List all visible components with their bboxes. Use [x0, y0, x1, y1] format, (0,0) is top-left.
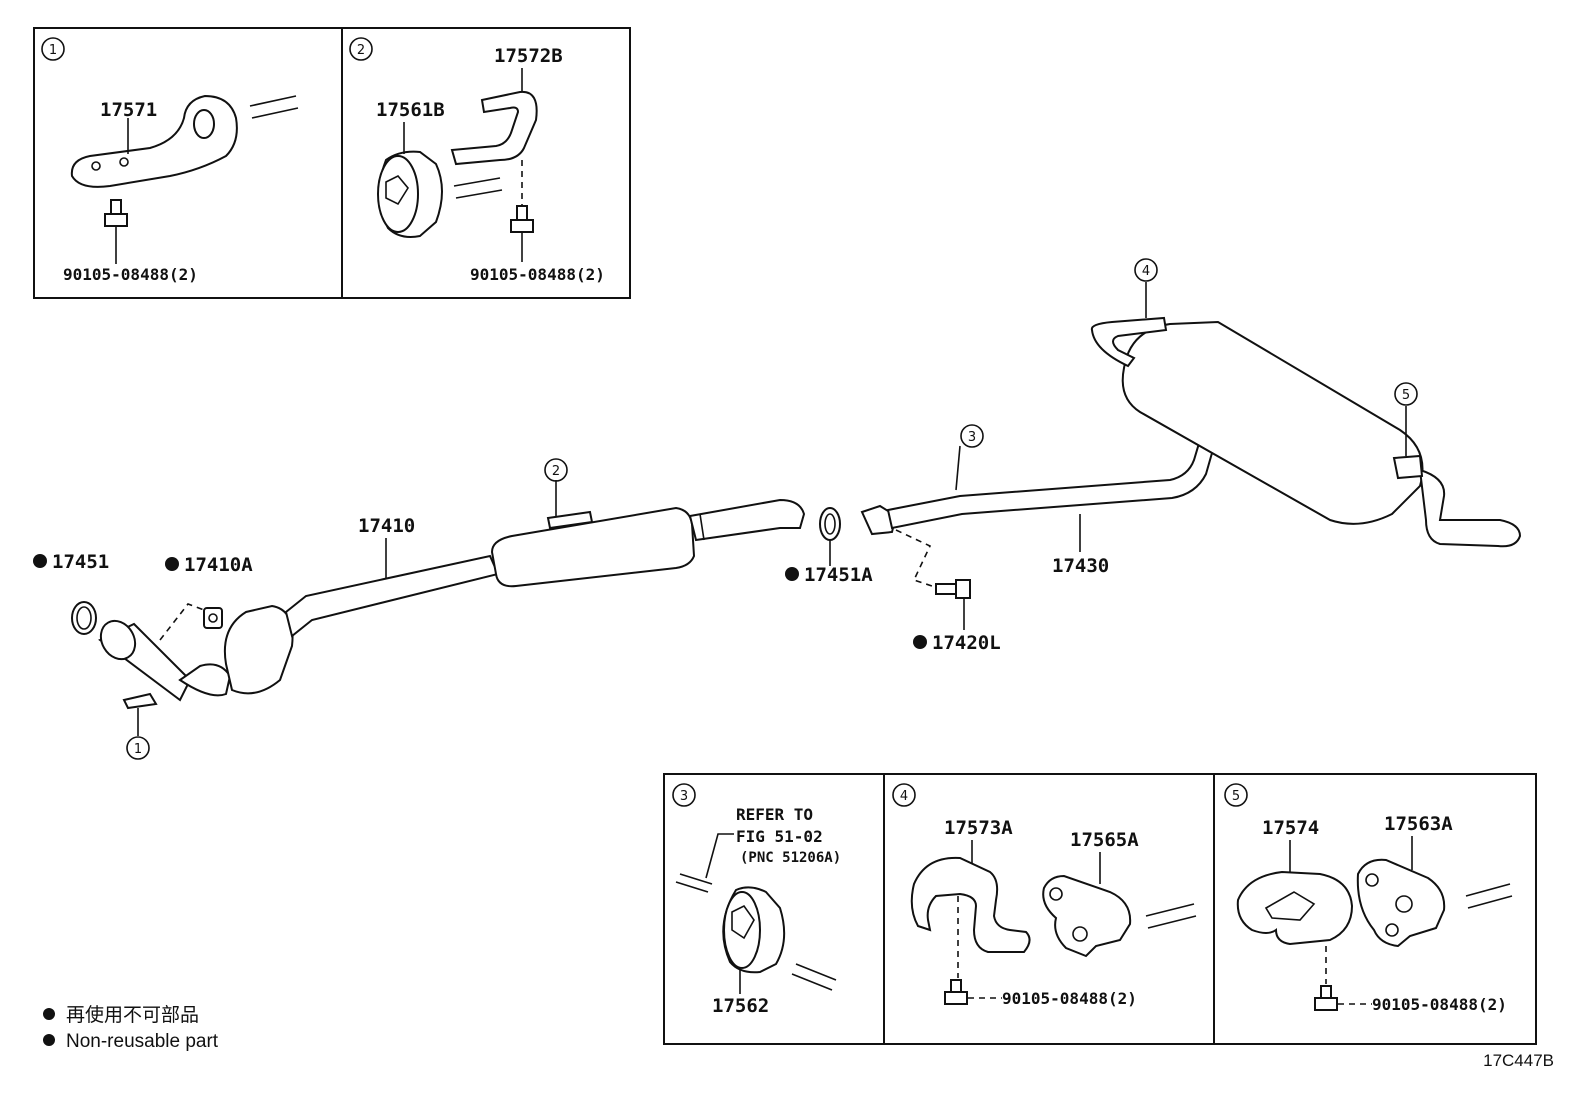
- gasket-17451[interactable]: [71, 601, 97, 635]
- hanger-rod-17572B[interactable]: [450, 90, 538, 166]
- rubber-support-17562[interactable]: [722, 886, 786, 974]
- front-hanger-bracket: [122, 692, 158, 710]
- detail-3-index: 3: [680, 789, 688, 804]
- label-17410A: 17410A: [184, 554, 253, 576]
- pipe-stub: [675, 873, 713, 893]
- bolt-icon: [1314, 985, 1338, 1011]
- detail-2: 2 17572B 17561B 90105-08488(2): [349, 37, 605, 284]
- label-17430: 17430: [1052, 555, 1109, 577]
- refer-line-3: (PNC 51206A): [740, 850, 841, 866]
- label-detail5-bolt: 90105-08488(2): [1372, 995, 1507, 1014]
- label-17561B: 17561B: [376, 99, 445, 121]
- label-17563A: 17563A: [1384, 813, 1453, 835]
- hanger-rod-17574[interactable]: [1236, 870, 1354, 946]
- refer-line-2: FIG 51-02: [736, 827, 823, 846]
- detail-box-1-2: [33, 27, 631, 299]
- detail-4-index: 4: [900, 789, 908, 804]
- label-17410: 17410: [358, 515, 415, 537]
- front-exhaust-pipe-17410[interactable]: [94, 498, 806, 702]
- callout-2: 2: [552, 464, 560, 479]
- callout-5: 5: [1402, 388, 1410, 403]
- label-detail2-bolt: 90105-08488(2): [470, 265, 605, 284]
- bolt-17420L[interactable]: [935, 579, 971, 599]
- non-reusable-marker: [785, 567, 799, 581]
- label-17572B: 17572B: [494, 45, 563, 67]
- label-17574: 17574: [1262, 817, 1319, 839]
- detail-1: 1 17571 90105-08488(2): [41, 37, 299, 284]
- rubber-support-17563A[interactable]: [1356, 858, 1446, 948]
- detail-5: 5 17574 17563A 90105-08488(2): [1224, 783, 1513, 1014]
- muffler-hanger-rear: [1392, 454, 1424, 480]
- non-reusable-marker: [33, 554, 47, 568]
- label-17571: 17571: [100, 99, 157, 121]
- label-17565A: 17565A: [1070, 829, 1139, 851]
- callout-1: 1: [134, 742, 142, 757]
- label-17562: 17562: [712, 995, 769, 1017]
- detail-5-index: 5: [1232, 789, 1240, 804]
- muffler-hanger-front: [1090, 316, 1168, 368]
- callout-4: 4: [1142, 264, 1150, 279]
- tail-pipe-17430[interactable]: [860, 438, 1216, 536]
- rear-muffler[interactable]: [1121, 320, 1522, 548]
- refer-line-1: REFER TO: [736, 805, 813, 824]
- label-detail4-bolt: 90105-08488(2): [1002, 989, 1137, 1008]
- bolt-icon: [104, 199, 128, 264]
- legend-english: Non-reusable part: [66, 1031, 219, 1052]
- non-reusable-marker: [165, 557, 179, 571]
- label-17451A: 17451A: [804, 564, 873, 586]
- label-17573A: 17573A: [944, 817, 1013, 839]
- center-hanger-rod: [546, 510, 594, 530]
- gasket-17451A[interactable]: [819, 507, 841, 541]
- detail-2-index: 2: [357, 43, 365, 58]
- non-reusable-marker-icon: [43, 1008, 55, 1020]
- callout-3: 3: [968, 430, 976, 445]
- detail-3: 3 REFER TO FIG 51-02 (PNC 51206A) 17562: [672, 783, 841, 1017]
- figure-code: 17C447B: [1483, 1051, 1554, 1070]
- non-reusable-marker: [913, 635, 927, 649]
- main-assembly: 17451 17410A 1 17410 2: [33, 258, 1522, 760]
- label-17451: 17451: [52, 551, 109, 573]
- label-detail1-bolt: 90105-08488(2): [63, 265, 198, 284]
- detail-1-index: 1: [49, 43, 57, 58]
- rubber-support-17565A[interactable]: [1042, 874, 1132, 958]
- legend: 再使用不可部品 Non-reusable part: [43, 1004, 219, 1052]
- bolt-icon: [510, 205, 534, 262]
- detail-box-3-4-5: [663, 773, 1537, 1045]
- legend-japanese: 再使用不可部品: [66, 1004, 199, 1026]
- nut-17410A[interactable]: [203, 607, 223, 629]
- rubber-support-17561B[interactable]: [377, 150, 443, 238]
- detail-4: 4 17573A 17565A 90105-08488(2): [892, 783, 1197, 1008]
- bolt-icon: [944, 979, 968, 1005]
- hanger-rod-17573A[interactable]: [910, 856, 1031, 953]
- label-17420L: 17420L: [932, 632, 1001, 654]
- non-reusable-marker-icon: [43, 1034, 55, 1046]
